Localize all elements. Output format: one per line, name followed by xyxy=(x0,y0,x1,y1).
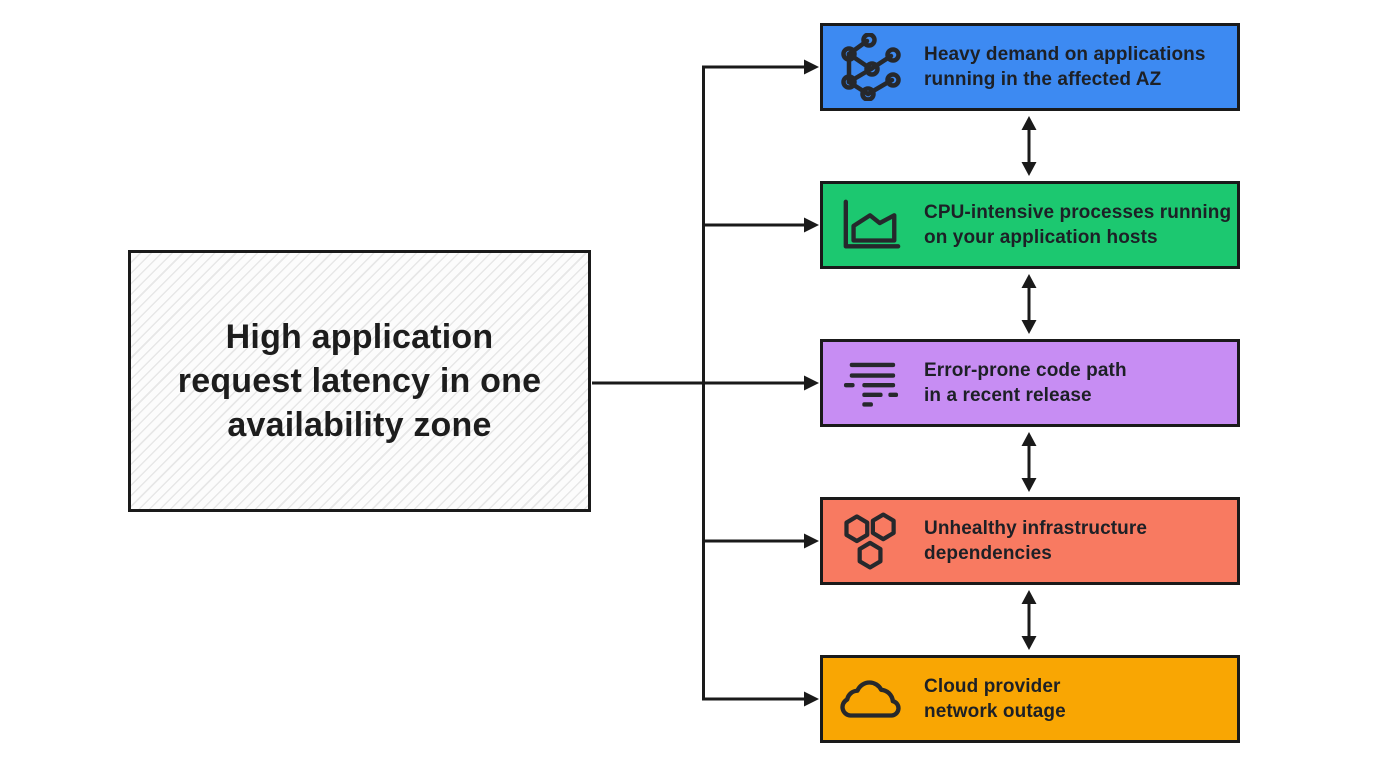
cause-text-line: High application xyxy=(225,318,494,356)
cloud-icon xyxy=(836,664,906,734)
symptom-box-cloud-outage: Cloud provider network outage xyxy=(820,655,1240,743)
symptom-label: Heavy demand on applications xyxy=(924,44,1206,65)
symptom-label: Cloud provider xyxy=(924,676,1061,697)
arrowhead-down-4 xyxy=(1021,636,1037,650)
arrowhead-up-3 xyxy=(1021,432,1037,446)
symptom-box-cpu-intensive: CPU-intensive processes running on your … xyxy=(820,181,1240,269)
symptom-label: network outage xyxy=(924,701,1066,722)
symptom-label: running in the affected AZ xyxy=(924,69,1162,90)
arrowhead-up-4 xyxy=(1021,590,1037,604)
symptom-label: Unhealthy infrastructure xyxy=(924,518,1148,539)
arrowhead-down-3 xyxy=(1021,478,1037,492)
symptom-box-unhealthy-dependencies: Unhealthy infrastructure dependencies xyxy=(820,497,1240,585)
symptom-box-heavy-demand: Heavy demand on applications running in … xyxy=(820,23,1240,111)
arrowhead-down-1 xyxy=(1021,162,1037,176)
arrowhead-down-2 xyxy=(1021,320,1037,334)
arrowhead-right-3 xyxy=(804,375,819,391)
symptom-label: dependencies xyxy=(924,543,1052,564)
symptom-box-error-prone-code: Error-prone code path in a recent releas… xyxy=(820,339,1240,427)
log-lines-icon xyxy=(836,348,906,418)
arrowhead-right-4 xyxy=(804,533,819,549)
arrowhead-right-2 xyxy=(804,217,819,233)
symptom-label: Error-prone code path xyxy=(924,360,1127,381)
cause-text-line: request latency in one xyxy=(177,362,542,400)
arrowhead-right-1 xyxy=(804,59,819,75)
cause-text-line: availability zone xyxy=(227,406,492,444)
network-graph-icon xyxy=(836,32,906,102)
cause-box: High application request latency in one … xyxy=(128,250,591,512)
symptom-label: on your application hosts xyxy=(924,227,1158,248)
arrowhead-up-1 xyxy=(1021,116,1037,130)
arrowhead-right-5 xyxy=(804,691,819,707)
hexagons-icon xyxy=(836,506,906,576)
symptom-label: CPU-intensive processes running xyxy=(924,202,1232,223)
symptom-label: in a recent release xyxy=(924,385,1092,406)
area-chart-icon xyxy=(836,190,906,260)
arrowhead-up-2 xyxy=(1021,274,1037,288)
